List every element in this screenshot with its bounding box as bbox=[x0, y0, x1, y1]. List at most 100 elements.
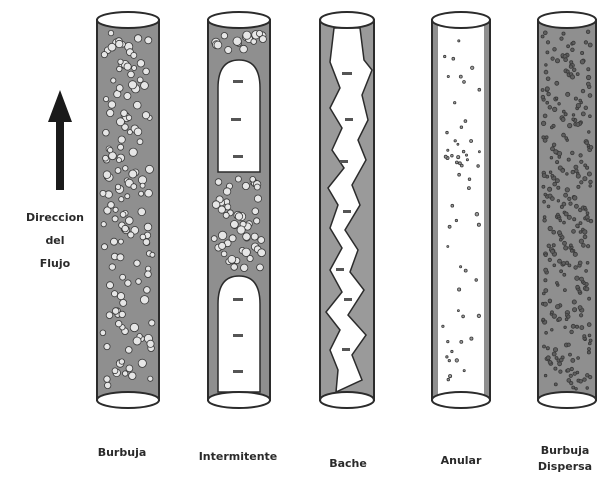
bubble bbox=[548, 299, 552, 303]
bubble bbox=[454, 140, 456, 142]
bubble bbox=[567, 343, 570, 346]
bubble bbox=[569, 374, 572, 377]
bubble bbox=[589, 115, 592, 118]
bubble bbox=[588, 131, 591, 134]
bubble bbox=[560, 270, 563, 273]
bubble bbox=[587, 323, 591, 327]
bubble bbox=[240, 45, 248, 53]
bubble bbox=[556, 305, 560, 309]
bubble bbox=[449, 375, 452, 378]
bubble bbox=[541, 121, 545, 125]
bubble bbox=[215, 179, 222, 186]
bubble bbox=[129, 148, 137, 156]
bubble bbox=[573, 218, 576, 221]
bubble bbox=[257, 264, 264, 271]
bubble bbox=[589, 146, 593, 150]
bubble bbox=[457, 156, 460, 159]
bubble bbox=[134, 128, 142, 136]
bubble bbox=[126, 347, 133, 354]
bubble bbox=[254, 195, 261, 202]
bubble bbox=[130, 323, 138, 331]
bubble bbox=[567, 315, 570, 318]
bubble bbox=[566, 369, 570, 373]
bubble bbox=[468, 178, 471, 181]
bubble bbox=[560, 37, 563, 40]
bubble bbox=[112, 216, 118, 222]
bubble bbox=[557, 231, 561, 235]
bubble bbox=[149, 320, 155, 326]
bubble bbox=[243, 233, 251, 241]
bubble bbox=[587, 219, 590, 222]
bubble bbox=[223, 188, 230, 195]
label-burbuja-text: Burbuja bbox=[84, 445, 160, 461]
bubble bbox=[218, 231, 226, 239]
bubble bbox=[542, 185, 545, 188]
bubble bbox=[231, 221, 239, 229]
bubble bbox=[576, 174, 580, 178]
bubble bbox=[134, 101, 142, 109]
bubble bbox=[145, 37, 152, 44]
bubble bbox=[562, 202, 566, 206]
bubble bbox=[579, 380, 583, 384]
bubble bbox=[446, 356, 448, 358]
bubble bbox=[108, 202, 115, 209]
bubble bbox=[124, 63, 131, 70]
bubble bbox=[552, 244, 555, 247]
bubble bbox=[457, 143, 459, 145]
bubble bbox=[102, 244, 108, 250]
bubble bbox=[544, 268, 548, 272]
bubble bbox=[589, 180, 593, 184]
bubble bbox=[117, 66, 122, 71]
bubble bbox=[104, 97, 109, 102]
bubble bbox=[562, 133, 566, 137]
bubble bbox=[100, 190, 106, 196]
direction-label-line2: del bbox=[8, 229, 102, 252]
bubble bbox=[457, 310, 459, 312]
bubble bbox=[579, 314, 582, 317]
bubble bbox=[477, 223, 480, 226]
bubble bbox=[573, 372, 576, 375]
bubble bbox=[235, 176, 241, 182]
bubble bbox=[113, 207, 118, 212]
bubble bbox=[545, 136, 548, 139]
bubble bbox=[572, 41, 575, 44]
bubble bbox=[576, 123, 580, 127]
bubble bbox=[550, 156, 553, 159]
bubble bbox=[587, 172, 591, 176]
bubble bbox=[109, 264, 115, 270]
bubble bbox=[223, 212, 229, 218]
bubble bbox=[446, 131, 449, 134]
bubble bbox=[460, 266, 462, 268]
bubble bbox=[235, 213, 242, 220]
pipe-anular bbox=[432, 12, 490, 408]
bubble bbox=[551, 249, 555, 253]
bubble bbox=[460, 340, 463, 343]
bubble bbox=[119, 311, 125, 317]
bubble bbox=[118, 239, 123, 244]
bubble bbox=[562, 110, 565, 113]
bubble bbox=[104, 344, 110, 350]
bubble bbox=[128, 232, 134, 238]
bubble bbox=[228, 256, 236, 264]
bubble bbox=[571, 48, 575, 52]
bubble bbox=[550, 126, 553, 129]
bubble bbox=[120, 299, 127, 306]
bubble bbox=[463, 370, 465, 372]
bubble bbox=[585, 283, 588, 286]
bubble bbox=[544, 279, 547, 282]
bubble bbox=[546, 101, 549, 104]
bubble bbox=[557, 213, 560, 216]
bubble bbox=[549, 171, 552, 174]
bubble bbox=[579, 239, 583, 243]
bubble bbox=[129, 81, 137, 89]
bubble bbox=[241, 264, 248, 271]
bubble bbox=[458, 40, 460, 42]
bubble bbox=[568, 197, 571, 200]
bubble bbox=[251, 233, 258, 240]
bubble bbox=[455, 359, 458, 362]
bubble bbox=[562, 262, 566, 266]
bubble bbox=[544, 254, 547, 257]
bubble bbox=[117, 118, 125, 126]
bubble bbox=[585, 141, 589, 145]
bubble bbox=[577, 357, 580, 360]
